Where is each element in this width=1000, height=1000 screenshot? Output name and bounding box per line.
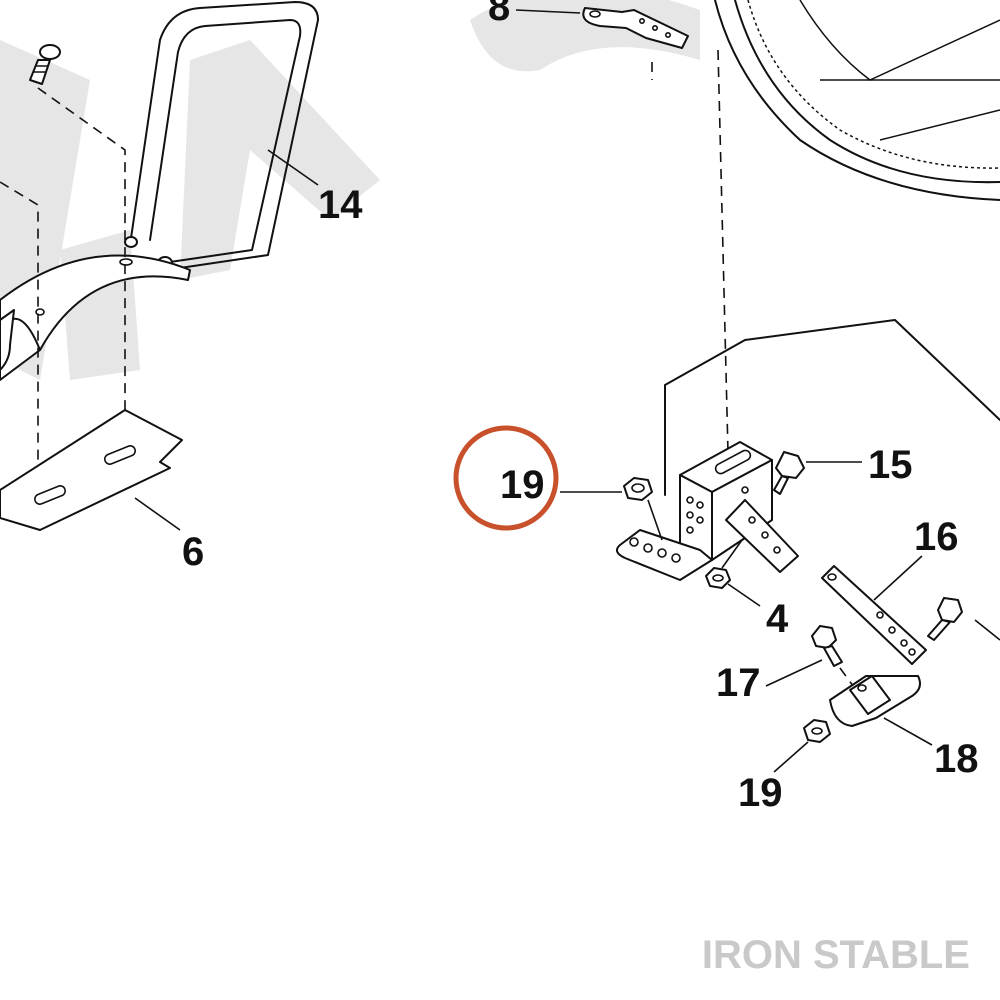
callout-18: 18 [934,737,979,781]
callout-6: 6 [182,530,204,574]
callout-8: 8 [488,0,510,29]
callout-16: 16 [914,515,959,559]
dashed-guide-line-right [717,49,729,453]
part-8-bracket [582,7,689,80]
callout-19-highlighted: 19 [500,463,545,507]
part-15-bolt [773,451,805,495]
leader-lines [134,9,933,773]
part-17-bolt [811,625,857,691]
part-bolt-top-left [29,44,61,85]
part-bolt-right [927,597,1000,641]
callout-15: 15 [868,443,913,487]
callout-19-lower: 19 [738,771,783,815]
fender [0,254,191,381]
callout-14: 14 [318,183,363,227]
part-19-nut-lower [803,719,831,743]
frame-outline [664,319,1000,496]
callout-4: 4 [766,597,789,641]
part-6-plate [0,409,183,531]
part-4-nut [705,539,743,589]
dashed-guide-lines-left [0,87,126,492]
highlight-circle [453,425,559,531]
part-19-nut-upper [623,477,663,541]
main-bracket [615,441,799,581]
watermark-text: IRON STABLE [702,933,970,977]
part-18-bracket [829,675,921,727]
callout-17: 17 [716,661,761,705]
part-16-plate [821,565,927,665]
seat-outline [714,0,1000,201]
